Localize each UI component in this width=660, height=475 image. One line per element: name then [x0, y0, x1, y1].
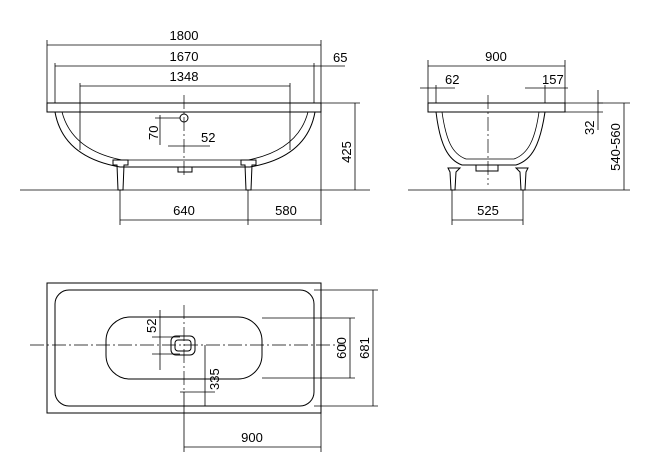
side-drain-outlet — [177, 166, 193, 173]
end-dim-525: 525 — [477, 203, 499, 218]
side-tub-inner-line — [61, 111, 309, 161]
end-dim-32: 32 — [582, 121, 597, 135]
side-dim-1670: 1670 — [170, 49, 199, 64]
plan-drain-inner — [174, 339, 192, 352]
end-dim-157: 157 — [542, 72, 564, 87]
end-view: 900 62 157 32 540-560 525 — [408, 49, 630, 225]
side-foot-right — [240, 159, 257, 191]
side-dim-640: 640 — [173, 203, 195, 218]
side-tub-body — [54, 111, 316, 168]
plan-tub-floor — [105, 316, 263, 380]
plan-dim-335: 335 — [207, 368, 222, 390]
end-dim-540-560: 540-560 — [608, 123, 623, 171]
side-dim-52: 52 — [201, 130, 215, 145]
side-dim-425: 425 — [339, 141, 354, 163]
end-tub-inner-line — [441, 111, 540, 160]
end-dim-900: 900 — [485, 49, 507, 64]
end-tub-body — [435, 111, 546, 166]
plan-dim-52: 52 — [144, 319, 159, 333]
plan-drain — [170, 335, 196, 356]
side-dim-65: 65 — [333, 50, 347, 65]
end-foot-left — [447, 167, 462, 191]
side-dim-580: 580 — [275, 203, 297, 218]
side-dim-70: 70 — [146, 126, 161, 140]
plan-dim-900: 900 — [241, 430, 263, 445]
side-view: 1800 1670 65 1348 70 52 425 640 580 — [20, 28, 370, 225]
side-dim-1800: 1800 — [170, 28, 199, 43]
plan-inner-rim — [54, 289, 315, 407]
plan-view: 52 335 600 681 900 — [30, 282, 378, 452]
end-drain — [475, 164, 499, 172]
plan-dim-600: 600 — [334, 337, 349, 359]
side-dim-1348: 1348 — [170, 69, 199, 84]
plan-dim-681: 681 — [357, 337, 372, 359]
side-foot-left — [112, 159, 129, 191]
end-foot-right — [514, 167, 529, 191]
end-rim — [427, 102, 566, 113]
end-dim-62: 62 — [445, 72, 459, 87]
